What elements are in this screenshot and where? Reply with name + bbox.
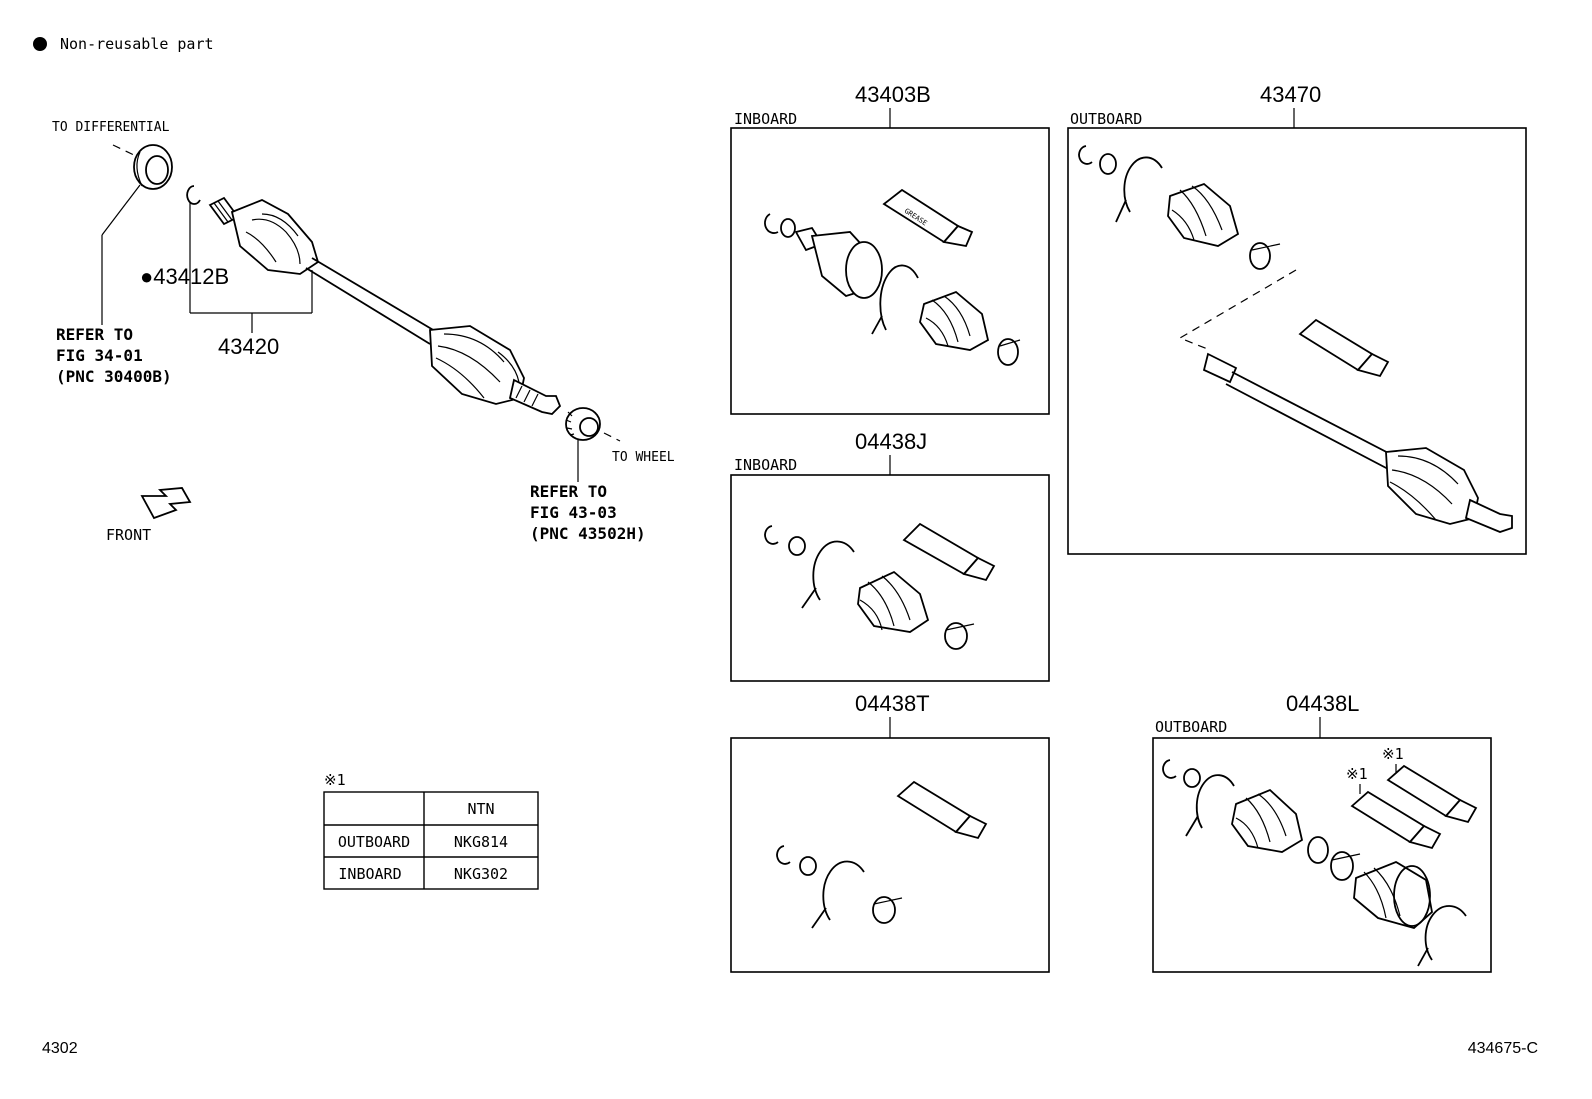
refer-right-line-1: REFER TO [530,482,607,501]
kit-04438l-side: OUTBOARD [1155,718,1227,736]
kit-43403b-pnc: 43403B [855,82,931,107]
note-table-row-1-label: OUTBOARD [338,833,410,851]
to-wheel-leader [603,432,621,442]
grease-tube-icon [902,522,996,582]
kit-43470: 43470 OUTBOARD [1067,82,1527,555]
kit-04438t: 04438T [730,691,1050,973]
kit-04438l-note-2: ※1 [1346,765,1368,783]
pnc-43420: 43420 [218,334,279,359]
note-table-header-ntn: NTN [467,800,494,818]
kit-04438t-pnc: 04438T [855,691,930,716]
note-table-mark: ※1 [324,771,346,789]
refer-left-line-3: (PNC 30400B) [56,367,172,386]
kit-43470-pnc: 43470 [1260,82,1321,107]
front-label: FRONT [106,526,151,544]
kit-43403b-box [730,127,1050,415]
grease-tube-icon [1298,318,1390,378]
kit-04438t-box [730,737,1050,973]
note-table-frame [323,791,539,890]
outboard-joint-boot[interactable] [429,325,525,405]
to-differential-leader [112,144,137,157]
snap-ring-part[interactable] [186,185,201,205]
drive-shaft[interactable] [305,257,441,345]
to-wheel-label: TO WHEEL [612,450,675,465]
kit-04438j-box [730,474,1050,682]
note-table-row-2-value: NKG302 [454,865,508,883]
kit-04438l-box [1152,737,1492,973]
refer-right-line-2: FIG 43-03 [530,503,617,522]
note-table-row-2-label: INBOARD [338,865,401,883]
kit-43470-side: OUTBOARD [1070,110,1142,128]
non-reusable-marker-icon [33,37,47,51]
outer-spline-part[interactable] [508,378,562,415]
kit-04438j: 04438J INBOARD [730,429,1050,682]
refer-left-line-1: REFER TO [56,325,133,344]
footer-diagram-code: 434675-C [1468,1040,1538,1057]
to-differential-label: TO DIFFERENTIAL [52,120,170,135]
kit-43470-box [1067,127,1527,555]
kit-04438l: 04438L OUTBOARD ※1 ※1 [1152,691,1492,973]
refer-left-line-2: FIG 34-01 [56,346,143,365]
pnc-43412b: ●43412B [140,264,229,289]
hub-ring-part[interactable] [565,407,601,441]
legend-text: Non-reusable part [60,35,214,53]
refer-right-line-3: (PNC 43502H) [530,524,646,543]
legend: Non-reusable part [33,35,214,53]
inboard-joint-boot[interactable] [230,199,320,275]
kit-04438l-note-1: ※1 [1382,745,1404,763]
kit-43403b-side: INBOARD [734,110,797,128]
footer-figure-number: 4302 [42,1040,78,1057]
main-driveshaft-assembly: TO DIFFERENTIAL [52,120,675,544]
kit-04438l-pnc: 04438L [1286,691,1359,716]
kit-04438j-pnc: 04438J [855,429,927,454]
grease-tube-icon [896,780,988,840]
grease-tube-icon: GREASE [882,188,974,248]
grease-tube-icon [1386,764,1478,824]
seal-leader [101,184,141,236]
note-table-row-1-value: NKG814 [454,833,508,851]
note-table: ※1 NTN OUTBOARD NKG814 INBOARD NKG302 [323,771,539,890]
kit-04438j-side: INBOARD [734,456,797,474]
grease-tube-icon [1350,790,1442,850]
front-arrow-icon [140,487,192,520]
oil-seal-part[interactable] [133,144,173,190]
kit-43403b: 43403B INBOARD GREASE [730,82,1050,415]
